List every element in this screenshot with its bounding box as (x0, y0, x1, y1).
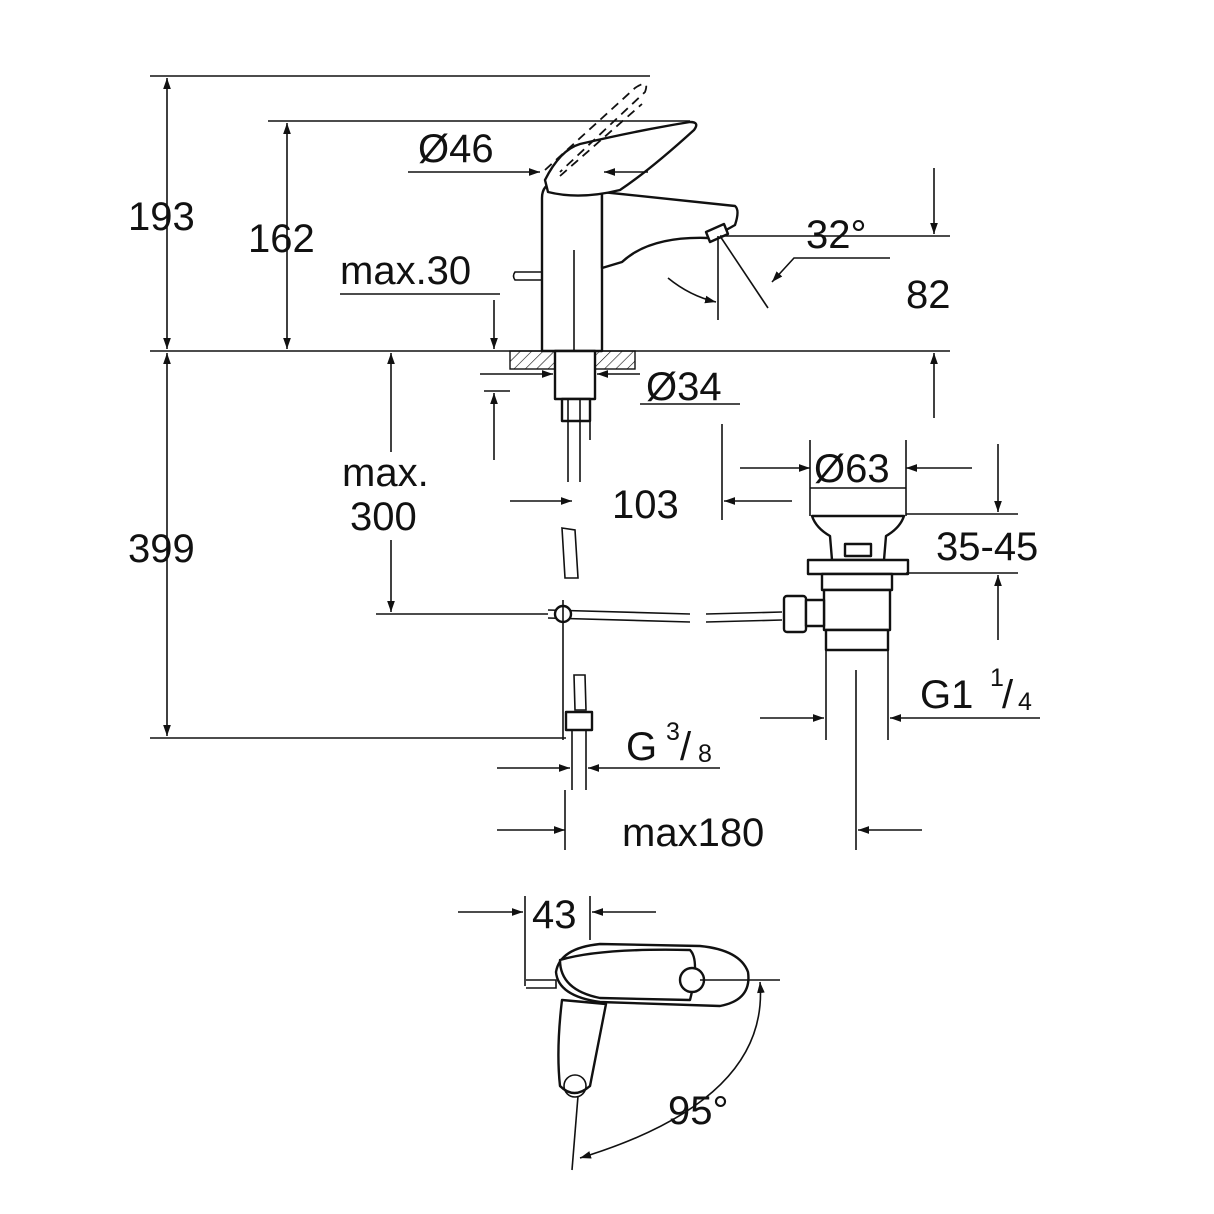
angle-leader (771, 257, 890, 283)
hose-segment-mid (561, 527, 579, 579)
angle-arc-left (667, 277, 717, 304)
faucet-side-view (150, 82, 950, 790)
popup-rod-2 (547, 617, 691, 623)
label-3545: 35-45 (936, 525, 1038, 569)
label-max: max. (342, 451, 429, 495)
faucet-spout (600, 190, 739, 270)
label-g114-prefix: G1 (920, 673, 973, 717)
shank-nut (560, 397, 592, 423)
angle95-arc (579, 981, 765, 1159)
drain-lock-nut (806, 558, 910, 576)
label-32deg: 32° (806, 213, 867, 257)
top-view-lever (558, 948, 697, 1002)
label-g38-prefix: G (626, 725, 657, 769)
drain-plug-stem (843, 542, 873, 558)
label-63: Ø63 (814, 447, 890, 491)
drain-tail-top (824, 628, 890, 652)
aerator (704, 222, 730, 244)
angle95-lever-line (571, 1095, 579, 1171)
label-g114-slash: / (1002, 673, 1014, 717)
label-max180: max180 (622, 811, 764, 855)
shank (553, 349, 597, 401)
label-95deg: 95° (668, 1089, 729, 1133)
angle-ref-spray (719, 235, 769, 309)
label-34: Ø34 (646, 365, 722, 409)
label-max30: max.30 (340, 249, 471, 293)
popup-rod-4 (705, 619, 783, 623)
lever-raised-inner (559, 103, 643, 177)
popup-rod-3 (705, 611, 783, 615)
drain-rod-connector (804, 598, 826, 628)
top-view-rod (526, 979, 557, 989)
lever-handle (543, 120, 698, 197)
drain-rod-housing (782, 594, 808, 634)
drain-body-top (820, 572, 894, 592)
label-g114-num: 1 (990, 664, 1004, 692)
popup-rod-1 (547, 609, 691, 615)
label-193: 193 (128, 195, 195, 239)
label-g38-slash: / (680, 725, 692, 769)
hose-fitting (564, 710, 594, 732)
dimension-labels: 193 162 Ø46 32° 82 max.30 Ø34 max. 300 3… (128, 127, 1038, 1133)
dimension-lines (150, 75, 1040, 850)
label-g114-den: 4 (1018, 688, 1032, 716)
popup-rod-knob (512, 271, 542, 281)
label-300: 300 (350, 495, 417, 539)
label-162: 162 (248, 217, 315, 261)
top-view (458, 896, 780, 1171)
hose-segment-low (573, 674, 587, 711)
label-g38-num: 3 (666, 718, 680, 746)
label-82: 82 (906, 273, 951, 317)
label-g38-den: 8 (698, 740, 712, 768)
label-399: 399 (128, 527, 195, 571)
label-43: 43 (532, 893, 577, 937)
faucet-body (540, 180, 604, 353)
label-103: 103 (612, 483, 679, 527)
drain-body (822, 588, 892, 632)
drain-assembly (782, 514, 910, 850)
lever-raised-outline (544, 82, 648, 173)
label-46: Ø46 (418, 127, 494, 171)
